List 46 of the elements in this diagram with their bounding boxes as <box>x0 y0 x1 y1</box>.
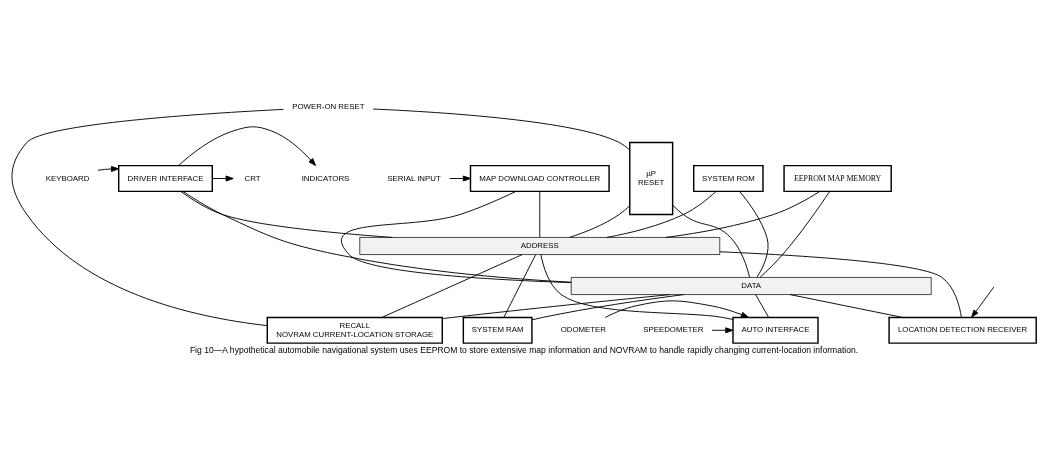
connector <box>180 190 393 238</box>
connector <box>755 294 770 318</box>
connector <box>531 294 685 321</box>
node-box: SYSTEM ROM <box>693 164 764 193</box>
node-text: INDICATORS <box>301 173 350 183</box>
arrow <box>449 175 471 182</box>
arrow <box>971 286 995 318</box>
node-box: DRIVER INTERFACE <box>118 164 213 193</box>
connector <box>540 254 734 320</box>
arrow <box>604 300 749 318</box>
node-box: MAP DOWNLOAD CONTROLLER <box>469 164 610 193</box>
connector <box>442 294 671 320</box>
connector <box>759 190 831 278</box>
caption: Fig 10—A hypothetical automobile navigational system uses EEPROM to store extensive map information and NOVRAM to handle rapidly changing current-location information. <box>189 344 859 355</box>
node-text: KEYBOARD <box>45 173 90 183</box>
node-text: SPEEDOMETER <box>643 325 704 335</box>
arrow <box>711 327 734 334</box>
connector <box>568 205 631 238</box>
node-text: SERIAL INPUT <box>387 173 441 183</box>
node-box: EEPROM MAP MEMORY <box>783 164 892 193</box>
connector <box>341 190 572 284</box>
node-text: ODOMETER <box>560 325 607 335</box>
connector <box>739 191 769 278</box>
connector <box>672 204 751 278</box>
node-text: POWER-ON RESET <box>292 101 365 111</box>
connector <box>789 294 904 318</box>
node-box: RECALL NOVRAM CURRENT-LOCATION STORAGE <box>266 316 443 344</box>
connector <box>381 254 523 318</box>
connector <box>182 190 572 283</box>
connector <box>372 108 631 151</box>
node-text: CRT <box>244 173 261 183</box>
arrow <box>97 166 120 172</box>
connector <box>665 191 821 238</box>
connector <box>606 191 717 238</box>
connector <box>719 251 962 318</box>
node-box: µP RESET <box>629 141 674 216</box>
node-box: LOCATION DETECTION RECEIVER <box>888 316 1037 344</box>
node-box: ADDRESS <box>359 237 721 255</box>
connector <box>539 191 541 238</box>
node-box: SYSTEM RAM <box>462 316 533 344</box>
arrow <box>212 175 234 182</box>
node-box: DATA <box>570 277 932 295</box>
arrow <box>178 126 317 167</box>
connector <box>503 254 537 318</box>
connector <box>11 108 284 327</box>
node-box: AUTO INTERFACE <box>732 316 819 344</box>
